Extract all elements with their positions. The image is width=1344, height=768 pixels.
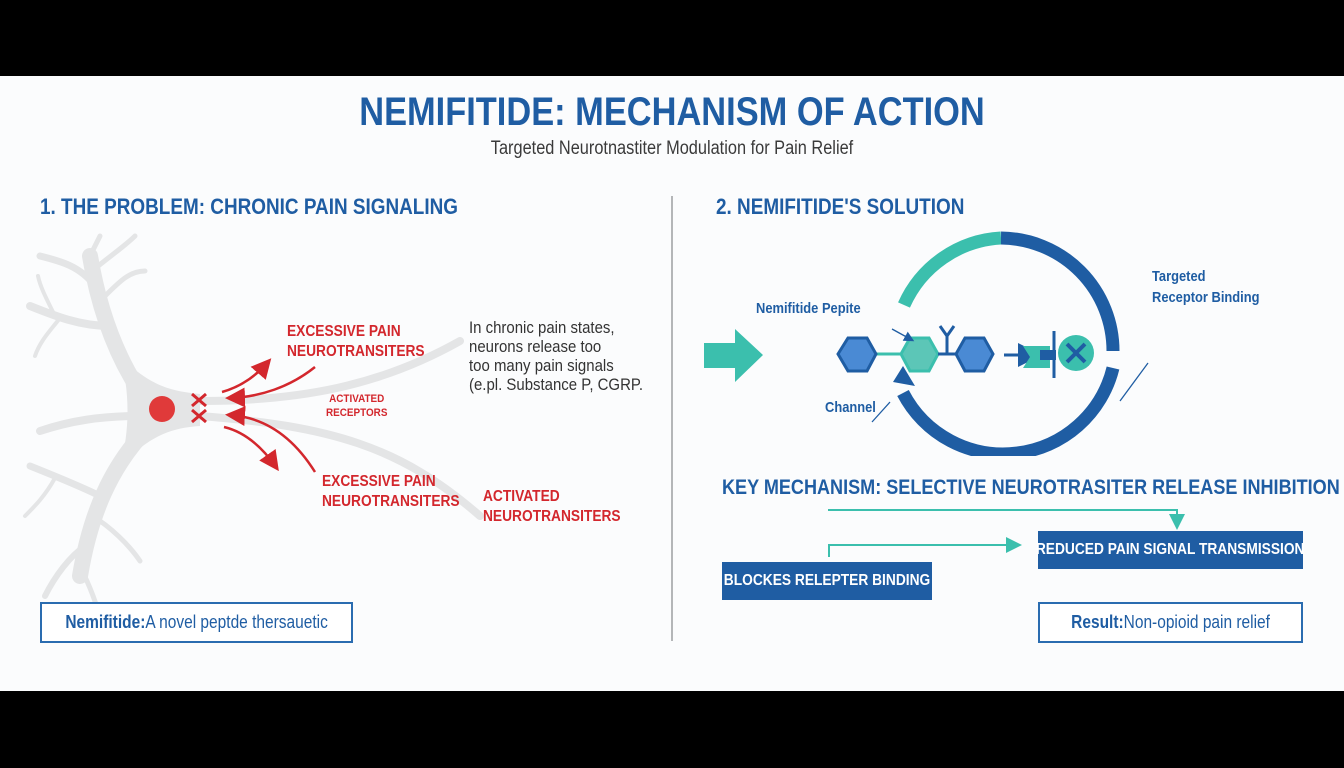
infographic-canvas: NEMIFITIDE: MECHANISM OF ACTION Targeted… [0,76,1344,691]
result-box: Result: Non-opioid pain relief [1038,602,1303,643]
problem-heading: 1. THE PROBLEM: CHRONIC PAIN SIGNALING [40,194,459,219]
page-subtitle: Targeted Neurotnastiter Modulation for P… [490,138,854,159]
hexagon-blue-right [954,336,995,373]
result-bold: Result: [1071,612,1124,632]
label-activated-receptors: ACTIVATED RECEPTORS [326,393,388,419]
neuron-body [23,233,484,619]
solution-heading: 2. NEMIFITIDE'S SOLUTION [716,194,965,219]
result-text: Non-opioid pain relief [1123,612,1270,632]
flow-connectors [828,509,1185,557]
hexagon-teal [899,336,940,373]
key-mechanism-heading: KEY MECHANISM: SELECTIVE NEUROTRASITER R… [722,476,1340,499]
block-x-icon [1065,342,1087,364]
section-divider [671,196,673,641]
arrow-in-lower [225,406,317,473]
hexagon-blue-left [836,336,878,373]
blue-arc-right [1000,231,1120,352]
label-excessive-top: EXCESSIVE PAIN NEUROTRANSITERS [287,323,425,360]
box-reduced-transmission: REDUCED PAIN SIGNAL TRANSMISSION [1036,531,1305,569]
page-title: NEMIFITIDE: MECHANISM OF ACTION [359,90,985,134]
info-box-text: A novel peptde thersauetic [145,612,328,632]
label-activated-neurotransmitters: ACTIVATED NEUROTRANSITERS [483,488,621,525]
neuron-illustration [23,233,484,619]
blocked-receptors-icon [191,392,207,424]
arrow-out-up [221,358,272,394]
info-box-bold: Nemifitide: [65,612,146,632]
mechanism-diagram [704,231,1149,456]
nemifitide-info-box: Nemifitide: A novel peptde thersauetic [40,602,353,643]
teal-arc [898,231,1002,308]
problem-description: In chronic pain states, neurons release … [469,318,644,394]
label-targeted-binding: Targeted Receptor Binding [1152,268,1260,306]
teal-arrow-icon [704,329,763,382]
channel-arrowhead [893,366,915,386]
antibody-y-icon [938,325,956,356]
label-channel: Channel [825,399,876,416]
arrow-out-down [223,425,279,472]
connector-top [828,509,1185,530]
arrow-in-upper [225,366,316,408]
label-excessive-bottom: EXCESSIVE PAIN NEUROTRANSITERS [322,473,460,510]
connector-left [828,537,1022,557]
label-nemifitide-peptide: Nemifitide Pepite [756,300,861,317]
blue-arc-bottom [897,366,1120,456]
box-blocks-binding: BLOCKES RELEPTER BINDING [722,562,932,600]
nucleus-dot [149,396,175,422]
